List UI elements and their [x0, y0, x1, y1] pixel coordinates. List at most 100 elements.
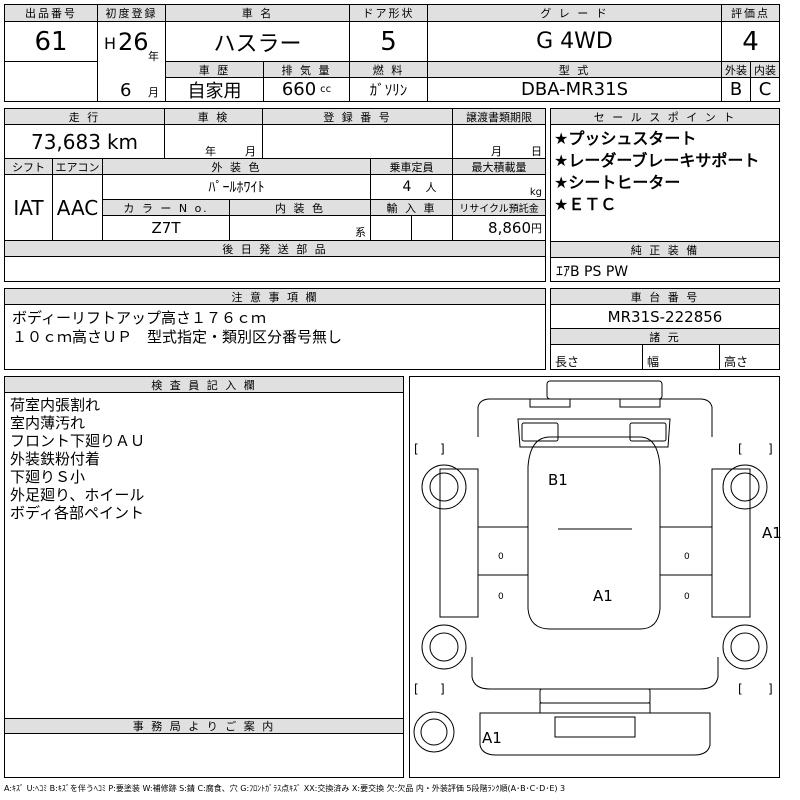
inspector-block: [4, 376, 404, 778]
inspector-line: ボディ各部ペイント: [10, 504, 144, 522]
shift-label: シフト: [5, 159, 53, 175]
inspector-line: 荷室内張割れ: [10, 396, 101, 414]
import-a: [371, 216, 412, 241]
capacity-cell: 4 人: [371, 175, 453, 200]
ac-value: AAC: [53, 175, 103, 241]
first-reg-month: 6: [120, 80, 132, 101]
name-label: 車 名: [166, 5, 350, 22]
spec-label: 諸 元: [551, 329, 779, 345]
displacement-value: 660: [281, 79, 317, 100]
recycle-label: リサイクル預託金: [453, 200, 545, 216]
width-label: 幅: [647, 354, 660, 369]
transfer-label: 譲渡書類期限: [453, 109, 545, 125]
interior-label: 内装: [751, 62, 779, 78]
fuel-value: ｶﾞｿﾘﾝ: [350, 78, 428, 101]
color-label: 外 装 色: [103, 159, 371, 175]
grade-label: グ レ ー ド: [428, 5, 722, 22]
load-unit: kg: [529, 186, 542, 198]
first-reg-month-cell: 6 月: [98, 62, 166, 101]
spec-length: 長さ: [551, 345, 643, 369]
inspection-cell: 年 月: [165, 125, 263, 159]
inspection-label: 車 検: [165, 109, 263, 125]
mileage-unit: km: [106, 129, 139, 154]
colorno-label: カ ラ ー N o.: [103, 200, 230, 216]
length-label: 長さ: [555, 354, 580, 369]
load-label: 最大積載量: [453, 159, 545, 175]
genuine-value: ｴｱB PS PW: [556, 264, 629, 280]
intcolor-label: 内 装 色: [230, 200, 371, 216]
first-reg-year-cell: H 26 年: [98, 22, 166, 63]
capacity-value: 4: [402, 179, 412, 195]
capacity-label: 乗車定員: [371, 159, 453, 175]
spec-height: 高さ: [720, 345, 779, 369]
reg-label: 登 録 番 号: [263, 109, 453, 125]
transfer-cell: 月 日: [453, 125, 545, 159]
recycle-unit: 円: [531, 222, 542, 235]
mileage-cell: 73,683 km: [5, 125, 165, 159]
car-name: ハスラー: [166, 22, 350, 62]
fuel-label: 燃 料: [350, 62, 428, 78]
genuine-label: 純 正 装 備: [551, 241, 779, 258]
mileage-value: 73,683: [30, 129, 101, 154]
era: H: [104, 34, 117, 53]
inspector-line: 室内薄汚れ: [10, 414, 86, 432]
notes-lines: ボディーリフトアップ高さ１７６ｃｍ １０ｃｍ高さＵＰ 型式指定・類別区分番号無し: [12, 309, 342, 347]
spec-width: 幅: [643, 345, 720, 369]
later-label: 後 日 発 送 部 品: [5, 241, 545, 257]
sales-block: [550, 108, 780, 282]
svg-text:[: [: [414, 682, 419, 696]
svg-text:[: [: [738, 682, 743, 696]
office-label: 事 務 局 よ り ご 案 内: [5, 718, 403, 734]
mark-a1-rear: A1: [482, 729, 502, 747]
chassis-block: [550, 288, 780, 370]
svg-text:[: [: [414, 442, 419, 456]
sales-label: セ ー ル ス ポ イ ン ト: [551, 109, 779, 125]
reg-value: [263, 125, 453, 159]
inspector-line: 外装鉄粉付着: [10, 450, 101, 468]
exterior-value: B: [722, 78, 751, 101]
sales-points: ★プッシュスタート ★レーダーブレーキサポート ★シートヒーター ★ＥＴＣ: [554, 128, 759, 216]
first-reg-label: 初度登録: [98, 5, 166, 22]
insp-year-unit: 年: [205, 145, 216, 158]
vehicle-info-block: [4, 108, 546, 282]
svg-text:[: [: [738, 442, 743, 456]
colorno-value: Z7T: [103, 216, 230, 241]
notes-label: 注 意 事 項 欄: [5, 289, 545, 305]
displacement-cell: 660 cc: [264, 78, 350, 101]
lot-value: 61: [5, 22, 98, 62]
notes-block: [4, 288, 546, 370]
svg-text:0: 0: [684, 552, 690, 562]
door-label: ドア形状: [350, 5, 428, 22]
mark-a1-roof: A1: [593, 587, 613, 605]
load-cell: kg: [453, 175, 545, 200]
insp-month-unit: 月: [245, 145, 256, 158]
lot-label: 出品番号: [5, 5, 98, 22]
svg-text:]: ]: [768, 442, 773, 456]
header-block: [4, 4, 780, 102]
svg-text:0: 0: [498, 552, 504, 562]
grade-value: G 4WD: [428, 22, 722, 62]
model-label: 型 式: [428, 62, 722, 78]
capacity-unit: 人: [425, 181, 437, 194]
sales-point: ★シートヒーター: [554, 173, 681, 192]
svg-text:]: ]: [440, 442, 445, 456]
import-b: [412, 216, 453, 241]
inspector-line: 外足廻り、ホイール: [10, 486, 145, 504]
lot-empty: [5, 62, 98, 101]
svg-text:0: 0: [498, 592, 504, 602]
import-label: 輸 入 車: [371, 200, 453, 216]
shift-value: IAT: [5, 175, 53, 241]
door-value: 5: [350, 22, 428, 62]
ac-label: エアコン: [53, 159, 103, 175]
exterior-label: 外装: [722, 62, 751, 78]
svg-text:]: ]: [440, 682, 445, 696]
car-diagram-block: [409, 376, 780, 778]
transfer-month-unit: 月: [491, 145, 502, 158]
svg-text:0: 0: [684, 592, 690, 602]
intcolor-unit: 系: [355, 226, 366, 239]
sales-point: ★ＥＴＣ: [554, 195, 617, 214]
height-label: 高さ: [724, 354, 749, 369]
sales-point: ★プッシュスタート: [554, 129, 697, 148]
month-unit: 月: [148, 86, 159, 99]
recycle-cell: 8,860 円: [453, 216, 545, 241]
